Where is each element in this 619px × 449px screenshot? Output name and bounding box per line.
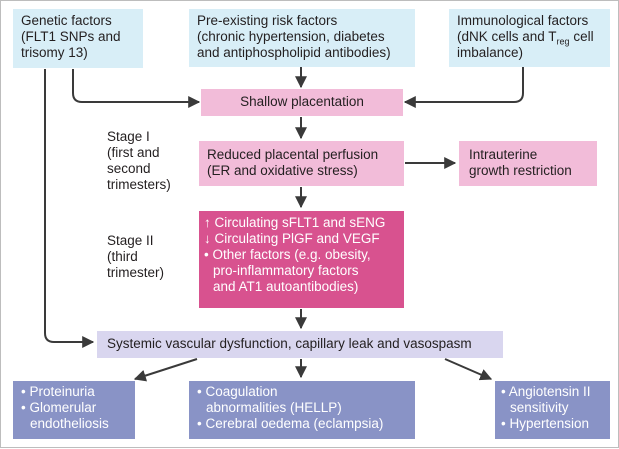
reduced-perfusion-line: (ER and oxidative stress) — [207, 163, 358, 178]
circulating-up-text: Circulating sFLT1 and sENG — [214, 215, 386, 230]
stage-two-line: Stage II — [107, 233, 154, 248]
outcome-item: • Glomerular — [21, 400, 127, 416]
stage-one-label: Stage I (first and second trimesters) — [107, 129, 171, 193]
genetic-factors-line: Genetic factors — [21, 13, 112, 28]
other-factors-item: pro-inflammatory factors — [213, 263, 359, 278]
bullet-icon: • — [197, 416, 202, 431]
arrow-genetic-to-shallow — [72, 69, 201, 108]
immunological-factors-line: imbalance) — [457, 45, 524, 60]
outcome-item: • Angiotensin II — [501, 384, 604, 400]
outcome-item: • Proteinuria — [21, 384, 127, 400]
circulating-factors-box: ↑ Circulating sFLT1 and sENG ↓ Circulati… — [199, 211, 404, 308]
iugr-line: growth restriction — [469, 163, 572, 178]
stage-two-label: Stage II (third trimester) — [107, 233, 164, 281]
coagulation-outcomes-box: • Coagulation abnormalities (HELLP) • Ce… — [189, 381, 415, 439]
iugr-box: Intrauterine growth restriction — [459, 141, 597, 186]
outcome-text: Hypertension — [509, 416, 590, 431]
angiotensin-outcomes-box: • Angiotensin II sensitivity • Hypertens… — [495, 381, 610, 439]
preexisting-risk-line: and antiphospholipid antibodies) — [197, 45, 391, 60]
treg-subscript: reg — [556, 36, 570, 47]
other-factors-item: • Other factors (e.g. obesity, — [204, 247, 398, 263]
arrow-immunological-to-shallow — [403, 67, 524, 108]
circulating-up-item: ↑ Circulating sFLT1 and sENG — [204, 215, 398, 231]
outcome-text: Cerebral oedema (eclampsia) — [205, 416, 384, 431]
stage-one-line: (first and — [107, 145, 160, 160]
genetic-factors-box: Genetic factors (FLT1 SNPs and trisomy 1… — [13, 9, 143, 68]
preexisting-risk-line: Pre-existing risk factors — [197, 13, 338, 28]
bullet-icon: • — [501, 416, 506, 431]
stage-one-line: Stage I — [107, 129, 150, 144]
immunological-factors-box: Immunological factors (dNK cells and Tre… — [449, 9, 610, 67]
outcome-text: Glomerular — [29, 400, 97, 415]
bullet-icon: • — [197, 384, 202, 399]
outcome-text: Proteinuria — [29, 384, 95, 399]
shallow-placentation-box: Shallow placentation — [201, 89, 403, 116]
bullet-icon: • — [21, 400, 26, 415]
preexisting-risk-factors-box: Pre-existing risk factors (chronic hyper… — [189, 9, 415, 67]
genetic-factors-line: trisomy 13) — [21, 45, 88, 60]
reduced-perfusion-box: Reduced placental perfusion (ER and oxid… — [199, 141, 404, 186]
circulating-down-text: Circulating PlGF and VEGF — [214, 231, 380, 246]
immunological-text: cell — [569, 29, 594, 44]
outcome-item: abnormalities (HELLP) — [206, 400, 342, 415]
outcome-item: • Hypertension — [501, 416, 604, 432]
bullet-icon: • — [501, 384, 506, 399]
renal-outcomes-box: • Proteinuria • Glomerular endotheliosis — [13, 381, 135, 439]
outcome-item: sensitivity — [510, 400, 569, 415]
stage-one-line: second — [107, 161, 151, 176]
arrow-systemic-to-renal — [133, 358, 198, 382]
preexisting-risk-line: (chronic hypertension, diabetes — [197, 29, 385, 44]
other-factors-text: Other factors (e.g. obesity, — [212, 247, 371, 262]
stage-two-line: (third — [107, 249, 138, 264]
stage-one-line: trimesters) — [107, 177, 171, 192]
circulating-down-item: ↓ Circulating PlGF and VEGF — [204, 231, 398, 247]
up-arrow-icon: ↑ — [204, 215, 211, 230]
immunological-factors-line: Immunological factors — [457, 13, 589, 28]
arrow-genetic-to-systemic — [44, 69, 95, 348]
outcome-text: Angiotensin II — [508, 384, 591, 399]
immunological-factors-line: (dNK cells and Treg cell — [457, 29, 602, 47]
bullet-icon: • — [204, 247, 209, 262]
bullet-icon: • — [21, 384, 26, 399]
down-arrow-icon: ↓ — [204, 231, 211, 246]
iugr-line: Intrauterine — [469, 147, 538, 162]
outcome-item: • Coagulation — [197, 384, 407, 400]
arrow-systemic-to-angiotensin — [444, 358, 493, 381]
immunological-text: (dNK cells and T — [457, 29, 557, 44]
outcome-text: Coagulation — [205, 384, 278, 399]
systemic-dysfunction-label: Systemic vascular dysfunction, capillary… — [107, 336, 472, 351]
other-factors-item: and AT1 autoantibodies) — [213, 279, 359, 294]
outcome-item: • Cerebral oedema (eclampsia) — [197, 416, 407, 432]
genetic-factors-line: (FLT1 SNPs and — [21, 29, 121, 44]
stage-two-line: trimester) — [107, 265, 164, 280]
reduced-perfusion-line: Reduced placental perfusion — [207, 147, 379, 162]
systemic-dysfunction-box: Systemic vascular dysfunction, capillary… — [97, 331, 503, 358]
outcome-item: endotheliosis — [30, 416, 109, 431]
shallow-placentation-label: Shallow placentation — [240, 94, 364, 109]
